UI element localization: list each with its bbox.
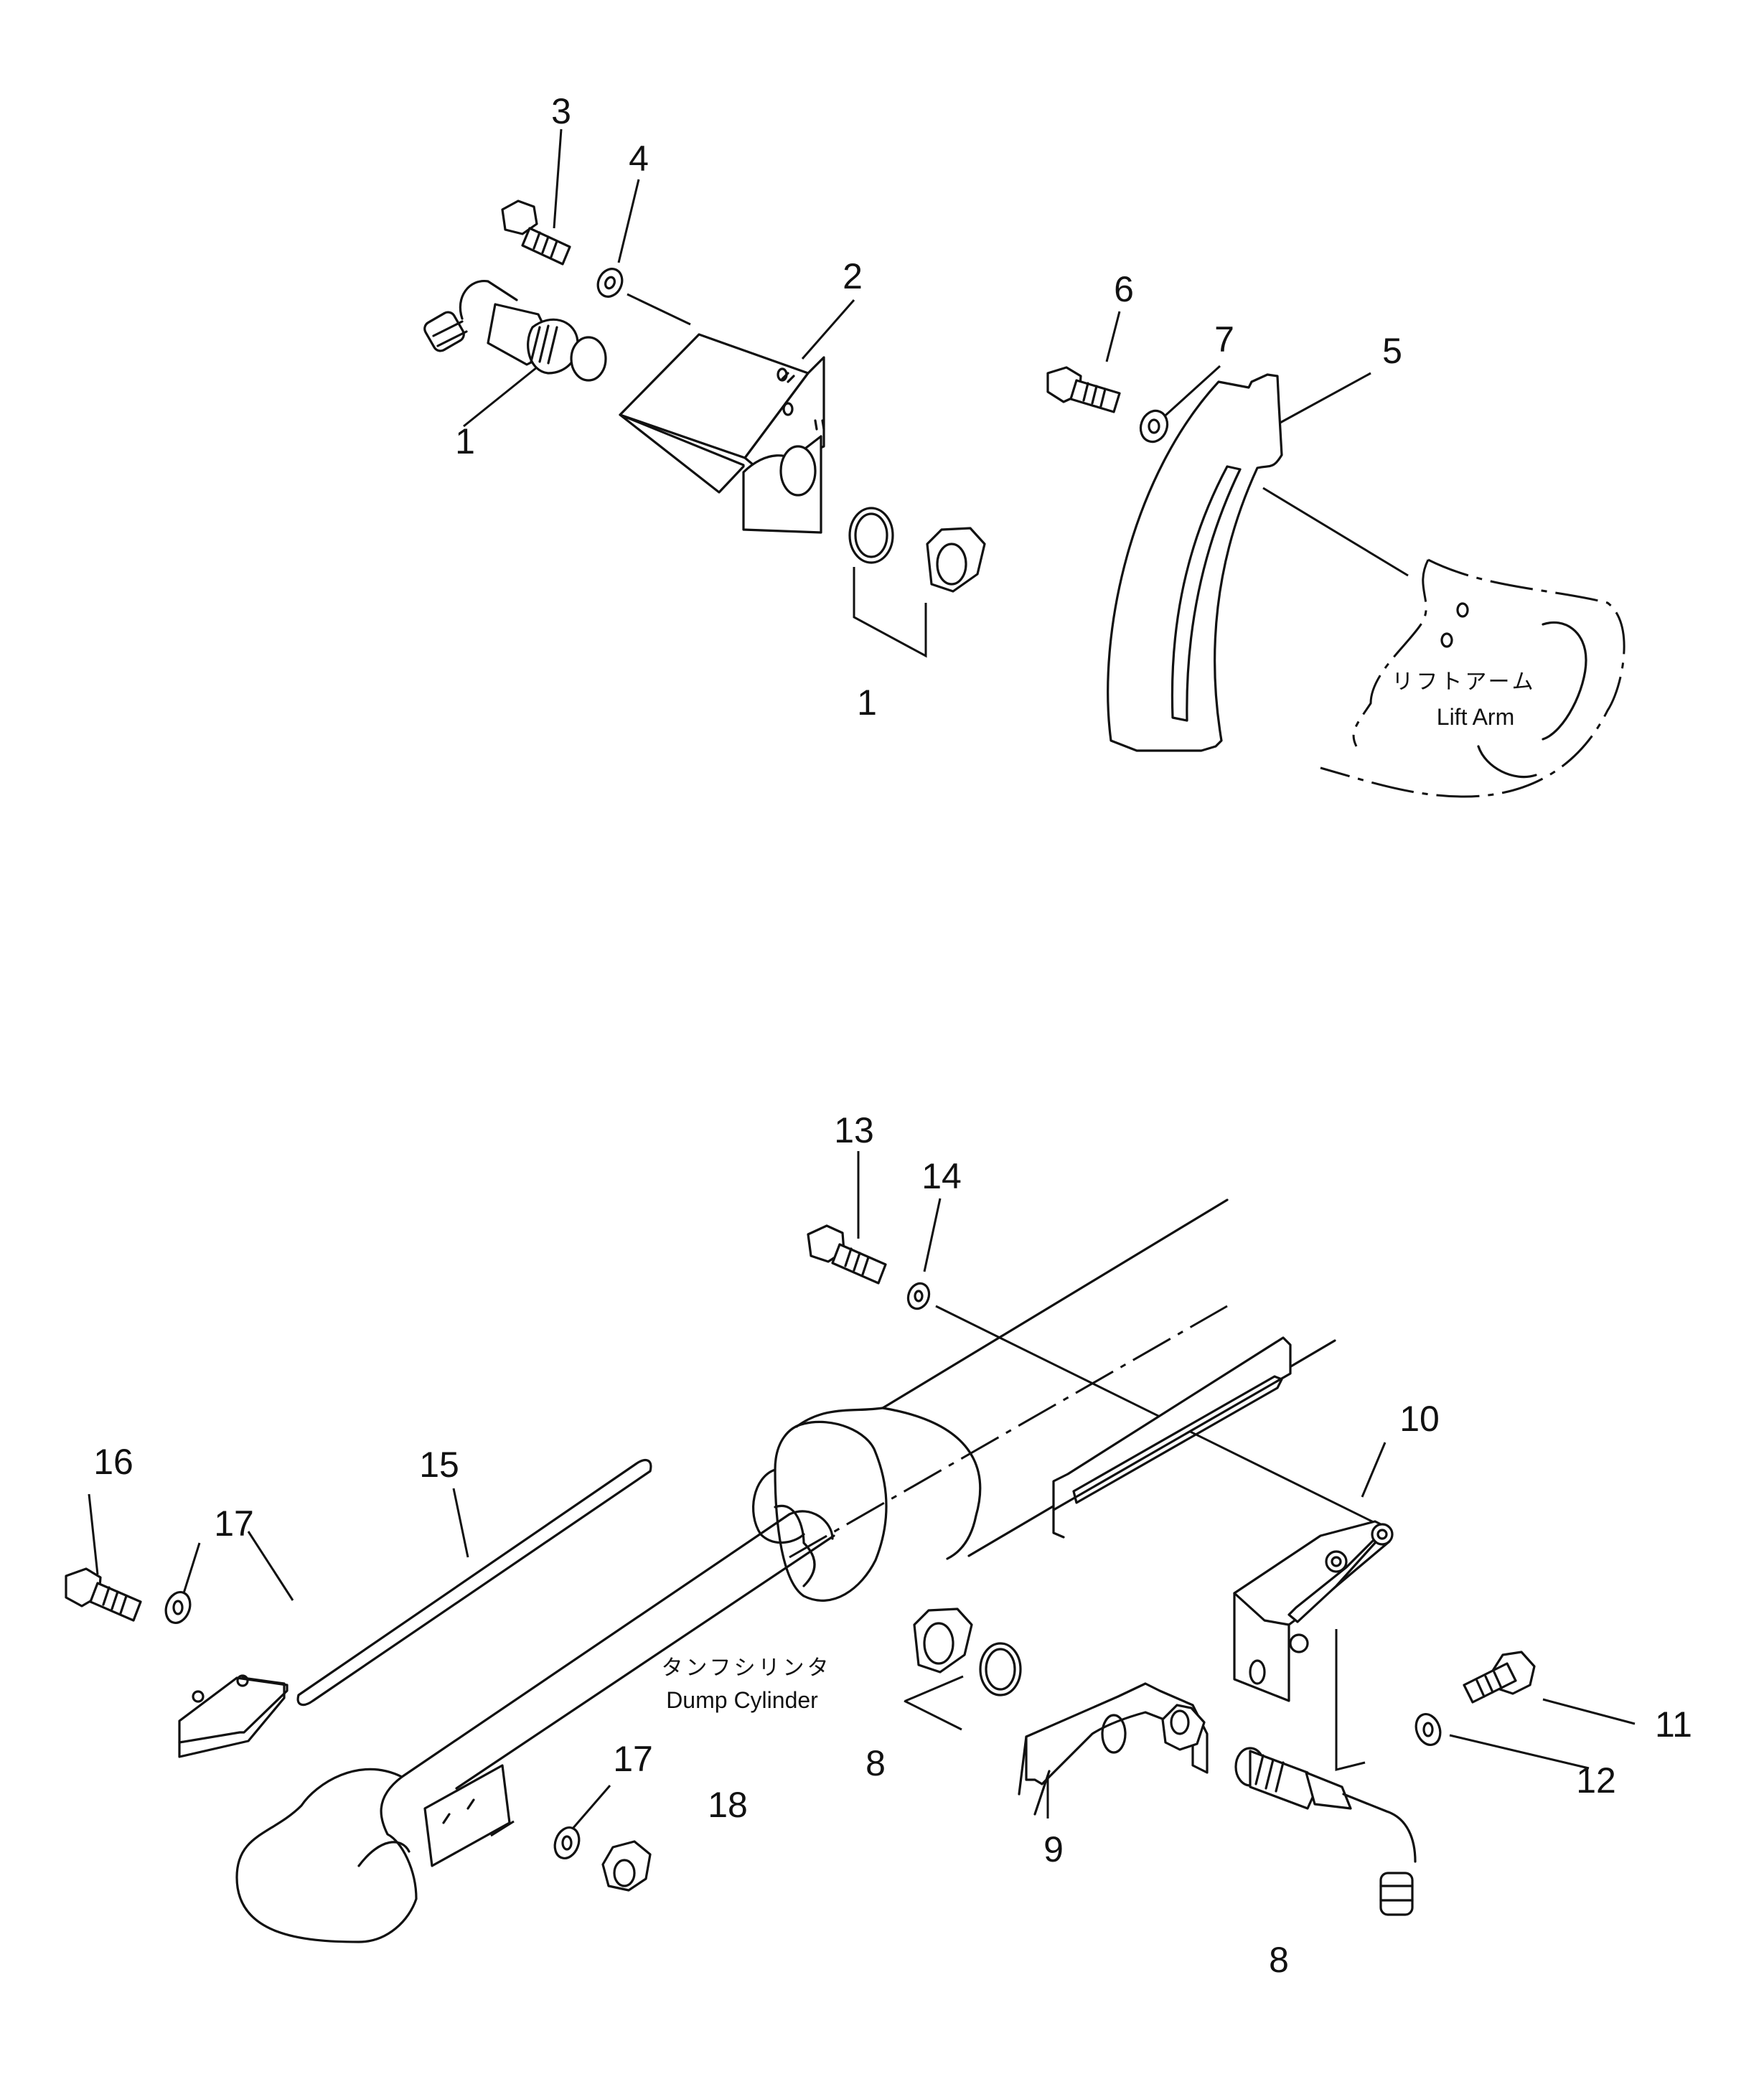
callout-17-lower: 17: [613, 1739, 653, 1779]
lift-arm-icon: リフトアーム Lift Arm: [1320, 558, 1625, 798]
dump-cylinder-label-en: Dump Cylinder: [666, 1687, 818, 1713]
washer-12-icon: [1415, 1713, 1442, 1746]
callout-15: 15: [419, 1445, 459, 1485]
clamp-bracket-icon: [423, 1764, 511, 1867]
callout-4: 4: [629, 139, 649, 179]
lift-arm-label-en: Lift Arm: [1437, 704, 1514, 730]
callout-5: 5: [1382, 331, 1402, 371]
callout-12: 12: [1576, 1760, 1616, 1801]
sensor-8-icon: [1234, 1747, 1417, 1916]
callout-18: 18: [708, 1785, 748, 1825]
washer-7-icon: [1139, 409, 1169, 444]
callout-13: 13: [834, 1110, 874, 1150]
callout-8-bottom: 8: [1269, 1940, 1289, 1980]
nut-8-icon: [913, 1608, 973, 1674]
bolt-6-icon: [1046, 366, 1121, 413]
callout-2: 2: [843, 256, 863, 296]
bracket-2-icon: [619, 333, 825, 534]
sensor-1-icon: [423, 280, 607, 382]
callout-1-lower: 1: [857, 682, 877, 723]
plate-5-icon: [1107, 373, 1283, 752]
oring-1-icon: [848, 507, 894, 564]
callout-14: 14: [921, 1156, 962, 1196]
callout-1-upper: 1: [455, 421, 475, 461]
callout-3: 3: [551, 91, 571, 131]
callout-11: 11: [1655, 1704, 1692, 1745]
bolt-13-icon: [807, 1224, 887, 1285]
washer-14-icon: [906, 1282, 931, 1310]
callout-9: 9: [1043, 1829, 1064, 1869]
washer-17b-icon: [553, 1826, 581, 1859]
bolt-16-icon: [65, 1567, 142, 1622]
bracket-10-icon: [1233, 1520, 1394, 1702]
callout-8-middle: 8: [865, 1743, 886, 1783]
washer-4-icon: [596, 268, 624, 298]
lift-arm-label-jp: リフトアーム: [1392, 670, 1536, 695]
slotted-plate-icon: [1052, 1336, 1292, 1539]
nut-18-icon: [601, 1840, 652, 1892]
bracket-9-icon: [1018, 1682, 1209, 1816]
bolt-11-icon: [1463, 1651, 1536, 1704]
callout-7: 7: [1214, 319, 1234, 360]
dump-cylinder-label-jp: タンフシリンタ: [661, 1656, 831, 1681]
callout-16: 16: [93, 1442, 133, 1482]
callout-10: 10: [1399, 1399, 1440, 1439]
washer-17-icon: [164, 1591, 192, 1624]
callout-6: 6: [1114, 269, 1134, 309]
bolt-3-icon: [501, 200, 571, 266]
rod-15-icon: [178, 1458, 652, 1758]
nut-1-icon: [926, 527, 986, 593]
dump-cylinder-icon: タンフシリンタ Dump Cylinder: [235, 1198, 1336, 1943]
callout-17-upper: 17: [214, 1503, 254, 1544]
